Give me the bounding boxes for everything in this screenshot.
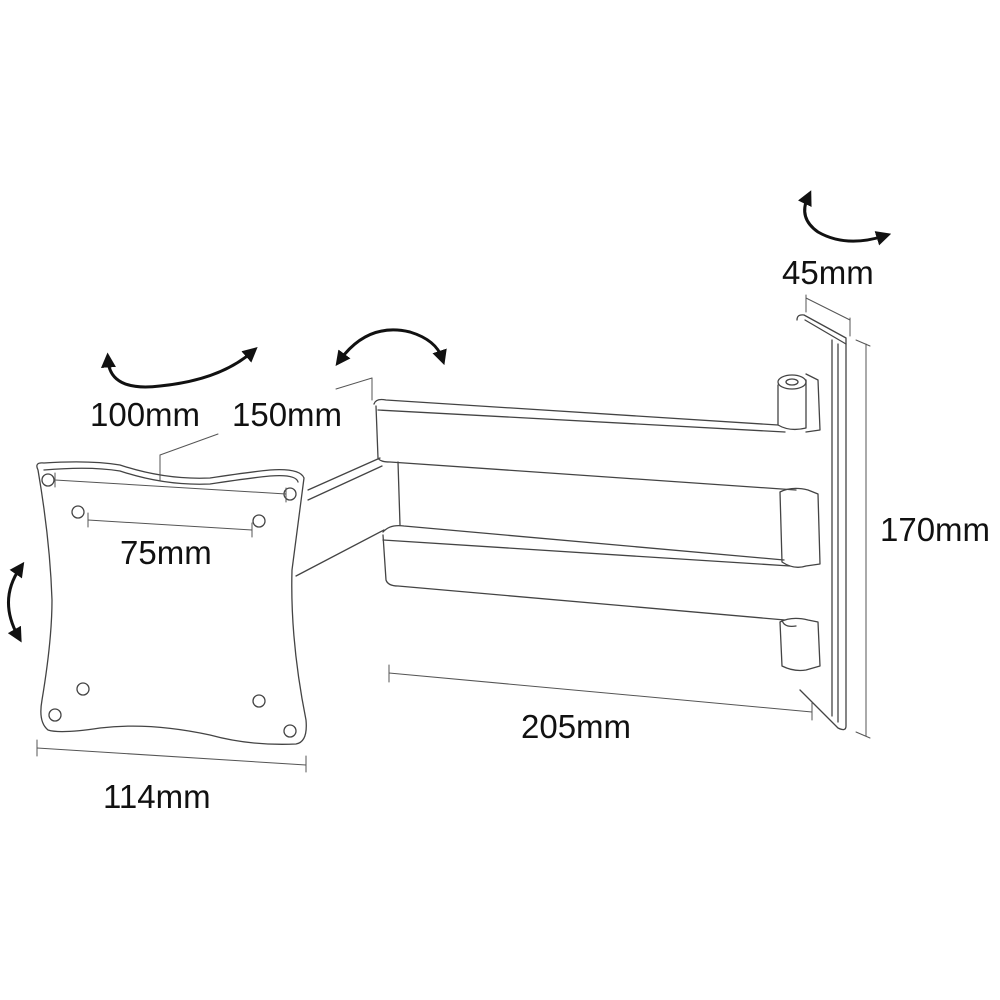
mount-hole	[283, 724, 297, 738]
dimension-lines	[36, 294, 871, 773]
dimension-label-vesa-large: 100mm	[90, 396, 201, 433]
dimension-label-arm-extension: 205mm	[521, 708, 632, 745]
dimension-label-vesa-small: 75mm	[120, 534, 212, 571]
dimension-label-arm-depth: 150mm	[232, 396, 343, 433]
hinges	[777, 373, 821, 672]
mount-hole	[76, 682, 90, 696]
swivel-arms	[373, 398, 797, 628]
mount-hole	[71, 505, 85, 519]
dimension-label-wall-plate-width: 45mm	[782, 254, 874, 291]
dimension-label-wall-plate-height: 170mm	[880, 511, 991, 548]
mount-hole	[41, 473, 55, 487]
dimension-label-plate-width: 114mm	[103, 778, 211, 815]
vesa-plate	[36, 461, 307, 745]
mount-hole	[252, 514, 266, 528]
mount-hole	[252, 694, 266, 708]
tilt-arrow-icon	[7, 561, 25, 643]
mount-hole	[48, 708, 62, 722]
wall-swivel-arrow-icon	[798, 190, 892, 246]
plate-connector	[295, 457, 385, 577]
plate-swivel-arrow-icon	[100, 347, 258, 389]
wall-plate	[796, 314, 847, 731]
arm-swivel-arrow-icon	[335, 328, 447, 367]
